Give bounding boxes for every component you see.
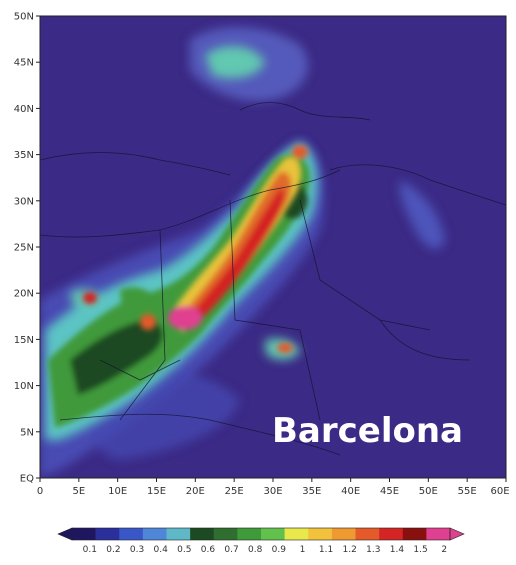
colorbar-segment xyxy=(402,528,427,540)
lat-tick-label: 35N xyxy=(14,150,34,161)
lat-tick-label: 30N xyxy=(14,196,34,207)
colorbar-segment xyxy=(308,528,333,540)
colorbar-segment xyxy=(166,528,191,540)
lon-tick-label: 20E xyxy=(186,486,205,497)
colorbar-segment xyxy=(261,528,285,540)
lon-tick-label: 50E xyxy=(419,486,438,497)
colorbar: 0.1 0.2 0.3 0.4 0.5 0.6 0.7 0.8 0.9 1 1.1 1.2 1.3 1.4… xyxy=(57,527,465,555)
colorbar-segment xyxy=(95,528,120,540)
colorbar-label: 2 xyxy=(441,545,447,555)
colorbar-label: 1.4 xyxy=(390,545,405,555)
lat-tick-label: EQ xyxy=(20,474,34,485)
lon-tick-label: 0 xyxy=(37,486,43,497)
colorbar-label: 0.8 xyxy=(248,545,263,555)
country-borders xyxy=(40,102,506,456)
colorbar-segment xyxy=(355,528,380,540)
concentration-field xyxy=(40,27,506,478)
colorbar-label: 1.5 xyxy=(413,545,427,555)
lon-tick-label: 35E xyxy=(302,486,321,497)
colorbar-label: 0.7 xyxy=(224,545,238,555)
lon-tick-label: 25E xyxy=(225,486,244,497)
lat-tick-label: 50N xyxy=(14,12,34,23)
colorbar-segment xyxy=(142,528,167,540)
colorbar-label: 0.3 xyxy=(130,545,144,555)
colorbar-segment xyxy=(331,528,356,540)
latitude-axis: EQ 5N 10N 15N 20N 25N 30N 35N 40N 45N 50N xyxy=(14,12,40,485)
lon-tick-label: 30E xyxy=(263,486,282,497)
colorbar-label: 0.4 xyxy=(154,545,169,555)
lat-tick-label: 5N xyxy=(20,427,34,438)
lon-tick-label: 55E xyxy=(458,486,477,497)
colorbar-label: 0.2 xyxy=(106,545,120,555)
colorbar-segment xyxy=(379,528,404,540)
colorbar-label: 0.9 xyxy=(272,545,287,555)
colorbar-frame xyxy=(71,527,451,541)
colorbar-segment xyxy=(237,528,262,540)
lon-tick-label: 45E xyxy=(380,486,399,497)
colorbar-segment xyxy=(284,528,309,540)
colorbar-segment xyxy=(119,528,144,540)
place-label: Barcelona xyxy=(272,411,463,451)
lat-tick-label: 40N xyxy=(14,104,34,115)
colorbar-label: 1 xyxy=(300,545,306,555)
lon-tick-label: 40E xyxy=(341,486,360,497)
lat-tick-label: 45N xyxy=(14,58,34,69)
colorbar-segment xyxy=(213,528,238,540)
lon-tick-label: 5E xyxy=(72,486,85,497)
colorbar-label: 0.5 xyxy=(177,545,191,555)
colorbar-segment xyxy=(426,528,451,540)
lon-tick-label: 15E xyxy=(147,486,166,497)
colorbar-segment xyxy=(190,528,215,540)
lat-tick-label: 15N xyxy=(14,335,34,346)
colorbar-label: 0.6 xyxy=(201,545,216,555)
colorbar-label: 1.3 xyxy=(366,545,380,555)
hotspots xyxy=(83,145,308,353)
colorbar-label: 0.1 xyxy=(83,545,97,555)
colorbar-segment xyxy=(72,528,96,540)
longitude-axis: 0 5E 10E 15E 20E 25E 30E 35E 40E 45E 50E 55E 60E xyxy=(37,478,510,497)
lat-tick-label: 20N xyxy=(14,289,34,300)
colorbar-min-arrow xyxy=(57,527,73,541)
lat-tick-label: 10N xyxy=(14,381,34,392)
lon-tick-label: 60E xyxy=(490,486,509,497)
lon-tick-label: 10E xyxy=(108,486,127,497)
colorbar-label: 1.1 xyxy=(319,545,333,555)
colorbar-max-arrow xyxy=(449,527,465,541)
lat-tick-label: 25N xyxy=(14,243,34,254)
colorbar-label: 1.2 xyxy=(343,545,357,555)
